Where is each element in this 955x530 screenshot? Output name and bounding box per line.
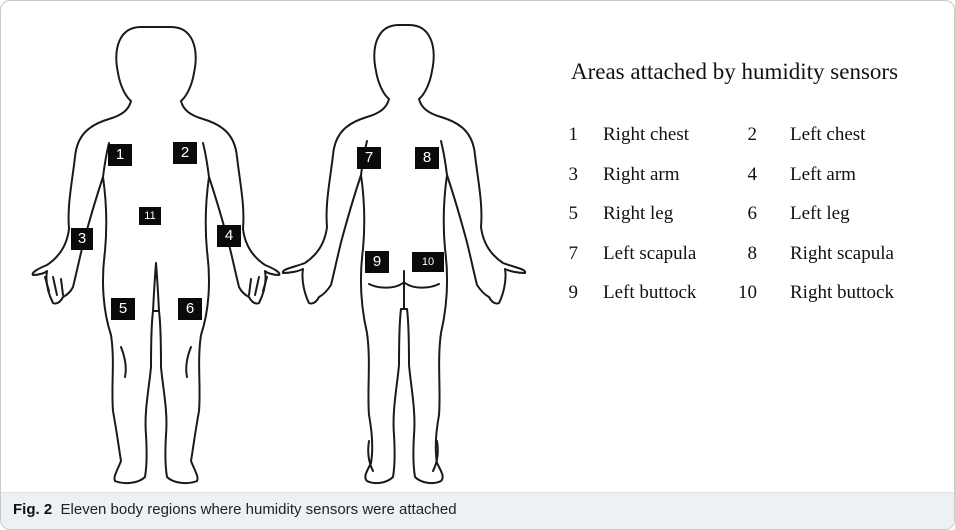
legend-row: 1 Right chest 2 Left chest — [561, 124, 951, 164]
sensor-marker-5: 5 — [111, 298, 135, 320]
sensor-marker-6: 6 — [178, 298, 202, 320]
legend-label: Right chest — [603, 124, 689, 146]
legend-label: Left buttock — [603, 282, 696, 304]
legend-list: 1 Right chest 2 Left chest 3 Right arm 4… — [561, 124, 951, 322]
legend-label: Right scapula — [790, 243, 894, 265]
body-diagrams: 1 2 3 4 5 6 11 7 8 9 10 — [1, 1, 561, 491]
sensor-marker-11: 11 — [139, 207, 161, 225]
legend-number: 4 — [733, 164, 757, 186]
sensor-marker-2: 2 — [173, 142, 197, 164]
legend-label: Right buttock — [790, 282, 894, 304]
legend-row: 9 Left buttock 10 Right buttock — [561, 282, 951, 322]
legend-row: 3 Right arm 4 Left arm — [561, 164, 951, 204]
legend-label: Right arm — [603, 164, 680, 186]
legend-number: 10 — [733, 282, 757, 304]
legend-label: Left scapula — [603, 243, 696, 265]
sensor-marker-1: 1 — [108, 144, 132, 166]
figure-label: Fig. 2 — [13, 501, 52, 518]
legend-label: Right leg — [603, 203, 673, 225]
sensor-marker-7: 7 — [357, 147, 381, 169]
legend-number: 8 — [733, 243, 757, 265]
legend-number: 7 — [561, 243, 578, 265]
figure-caption: Fig. 2 Eleven body regions where humidit… — [13, 501, 457, 518]
sensor-marker-9: 9 — [365, 251, 389, 273]
legend-label: Left chest — [790, 124, 865, 146]
legend-row: 7 Left scapula 8 Right scapula — [561, 243, 951, 283]
legend-number: 5 — [561, 203, 578, 225]
figure-caption-bar: Fig. 2 Eleven body regions where humidit… — [1, 492, 954, 530]
caption-text: Eleven body regions where humidity senso… — [61, 501, 457, 518]
legend-number: 9 — [561, 282, 578, 304]
legend-title: Areas attached by humidity sensors — [571, 59, 951, 85]
legend-label: Left arm — [790, 164, 856, 186]
front-body-outline — [33, 27, 280, 483]
legend-number: 6 — [733, 203, 757, 225]
sensor-marker-3: 3 — [71, 228, 93, 250]
sensor-marker-10: 10 — [412, 252, 444, 272]
sensor-marker-8: 8 — [415, 147, 439, 169]
legend-label: Left leg — [790, 203, 850, 225]
legend-number: 1 — [561, 124, 578, 146]
legend-row: 5 Right leg 6 Left leg — [561, 203, 951, 243]
legend-number: 2 — [733, 124, 757, 146]
sensor-marker-4: 4 — [217, 225, 241, 247]
back-body-outline — [283, 25, 525, 483]
legend-number: 3 — [561, 164, 578, 186]
